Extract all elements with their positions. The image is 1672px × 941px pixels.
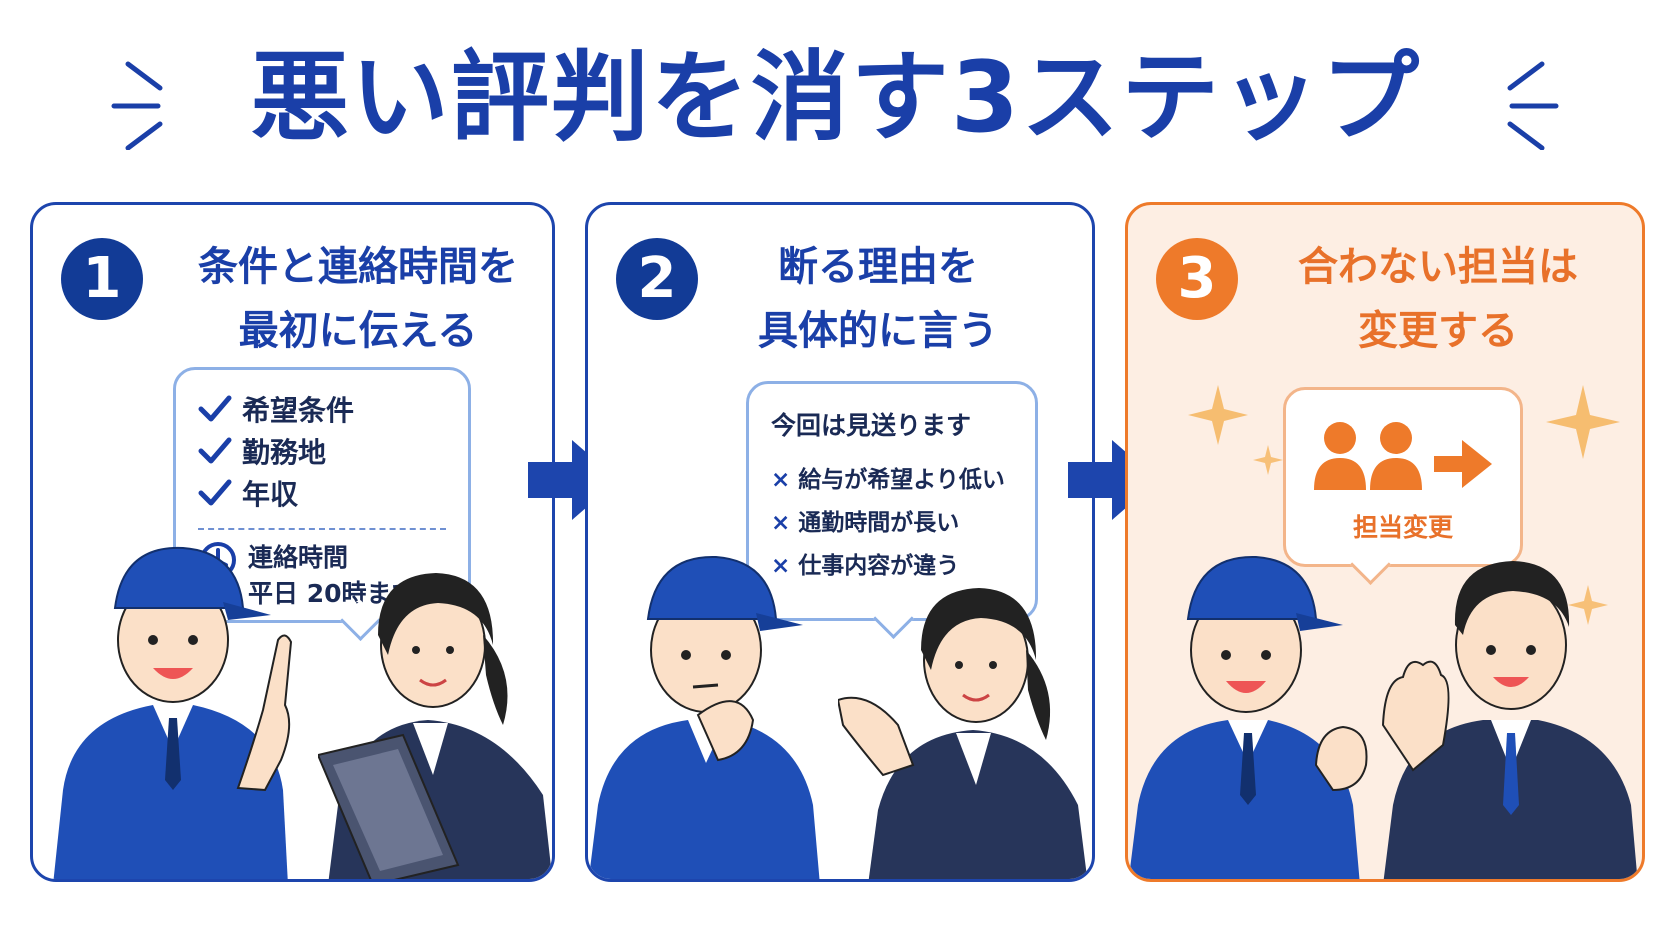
checklist-item: 勤務地 — [198, 430, 446, 472]
worker-thinking-illustration — [588, 555, 820, 879]
x-mark-icon: × — [771, 510, 791, 536]
new-agent-illustration — [1381, 561, 1638, 879]
checklist-item: 年収 — [198, 472, 446, 514]
step-heading: 断る理由を 具体的に言う — [728, 235, 1028, 363]
right-arrow-icon — [528, 440, 618, 520]
x-mark-icon: × — [771, 553, 791, 579]
step-heading-line: 断る理由を — [778, 244, 978, 290]
check-icon — [198, 479, 232, 506]
step-heading-line: 最初に伝える — [238, 308, 478, 354]
step-number-badge: 2 — [616, 238, 698, 320]
speech-bubble: 今回は見送ります ×給与が希望より低い ×通勤時間が長い ×仕事内容が違う — [746, 381, 1038, 640]
step-heading: 合わない担当は 変更する — [1258, 235, 1618, 363]
staff-illustration — [838, 588, 1088, 879]
worker-illustration — [53, 546, 293, 879]
step-1-panel: 1 条件と連絡時間を 最初に伝える 希望条件 勤務地 年収 連絡時間 平日 20… — [30, 202, 555, 882]
x-mark-icon: × — [771, 467, 791, 493]
step-heading-line: 変更する — [1358, 308, 1518, 354]
staff-illustration — [318, 573, 552, 879]
checklist-item: 希望条件 — [198, 388, 446, 430]
right-arrow-icon — [1068, 440, 1158, 520]
bubble-title: 今回は見送ります — [771, 411, 972, 440]
speech-bubble: 担当変更 — [1283, 387, 1523, 586]
step-3-panel: 3 合わない担当は 変更する 担当変更 — [1125, 202, 1645, 882]
people-swap-icon — [1314, 422, 1492, 490]
step-heading-line: 条件と連絡時間を — [198, 244, 518, 290]
check-icon — [198, 395, 232, 422]
step-heading: 条件と連絡時間を 最初に伝える — [168, 235, 548, 363]
check-icon — [198, 437, 232, 464]
swap-label: 担当変更 — [1352, 513, 1453, 542]
worker-happy-illustration — [1128, 555, 1368, 879]
step-number-badge: 1 — [61, 238, 143, 320]
step-number-badge: 3 — [1156, 238, 1238, 320]
reason-item: ×給与が希望より低い — [771, 467, 1005, 493]
page-title: 悪い評判を消す3ステップ — [250, 41, 1422, 155]
sparkle-icon — [1188, 385, 1620, 625]
contact-label: 連絡時間 — [248, 543, 349, 572]
reason-item: ×通勤時間が長い — [771, 510, 960, 536]
dashed-divider — [198, 528, 446, 530]
reason-item: ×仕事内容が違う — [771, 553, 960, 579]
emphasis-lines-right-icon — [1507, 61, 1559, 150]
step-heading-line: 具体的に言う — [758, 308, 998, 354]
step-heading-line: 合わない担当は — [1298, 244, 1578, 290]
step-2-panel: 2 断る理由を 具体的に言う 今回は見送ります ×給与が希望より低い ×通勤時間… — [585, 202, 1095, 882]
emphasis-lines-left-icon — [111, 61, 163, 150]
